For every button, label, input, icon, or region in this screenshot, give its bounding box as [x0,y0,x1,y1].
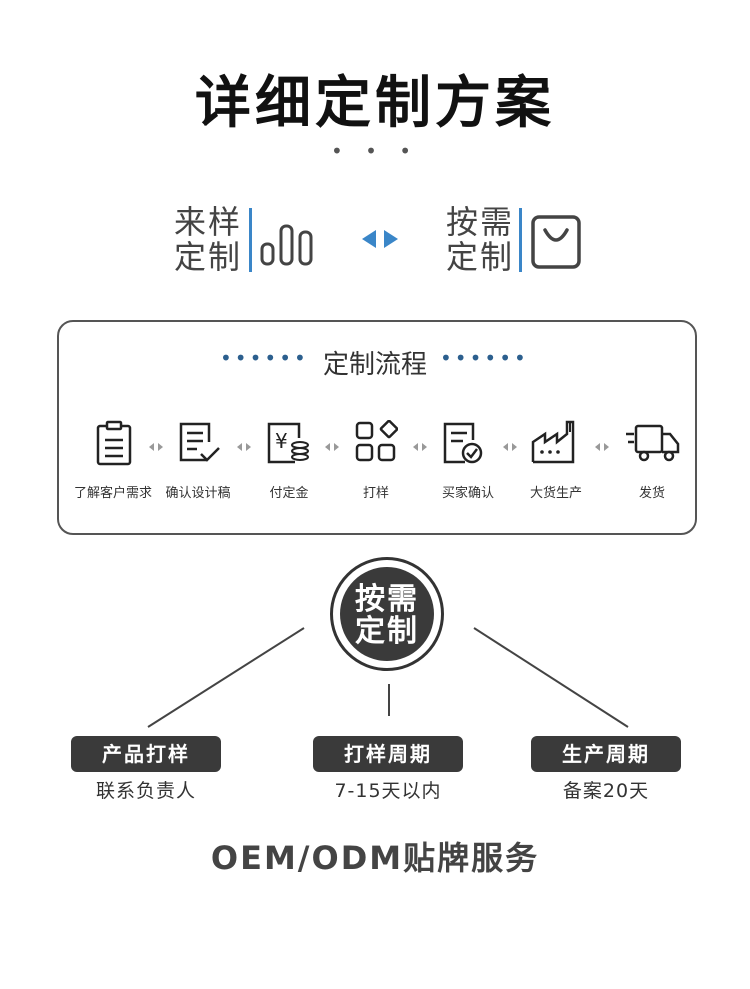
option-ondemand-line1: 按需 [446,203,515,241]
pill-sub-production-days: 备案20天 [562,780,650,802]
truck-icon [624,420,680,468]
option-sample-line1: 来样 [174,203,243,241]
factory-icon [530,420,580,470]
center-badge-line1: 按需 [355,582,419,617]
pill-production-cycle: 生产周期 [531,736,681,772]
yen-coin-icon: ¥ [265,420,311,470]
document-check-icon [177,420,223,470]
clipboard-icon [94,420,134,470]
page-title: 详细定制方案 [195,71,555,136]
step-label-buyer-confirm: 买家确认 [441,486,494,501]
option-sample-divider [249,208,252,272]
process-dots-right: •••••• [440,346,529,370]
center-badge-line2: 定制 [355,614,419,649]
step-arrow-icon [594,438,610,457]
step-label-sample: 打样 [362,486,389,501]
step-arrow-icon [148,438,164,457]
footer-service-title: OEM/ODM贴牌服务 [210,839,540,877]
pill-product-sampling: 产品打样 [71,736,221,772]
step-label-shipping: 发货 [638,486,665,501]
step-arrow-icon [412,438,428,457]
step-arrow-icon [502,438,518,457]
approval-doc-icon [441,420,485,470]
option-sample-line2: 定制 [174,238,243,276]
step-label-confirm-design: 确认设计稿 [165,486,231,501]
process-dots-left: •••••• [220,346,309,370]
shopping-bag-icon [530,214,582,274]
step-arrow-icon [236,438,252,457]
option-ondemand-line2: 定制 [446,238,515,276]
pill-sampling-cycle: 打样周期 [313,736,463,772]
center-badge-ring [330,557,444,671]
pill-sub-sampling-days: 7-15天以内 [334,780,442,802]
process-title: 定制流程 [322,350,427,380]
grid-shapes-icon [354,419,399,468]
pill-sub-contact: 联系负责人 [95,780,196,802]
process-panel [57,320,697,535]
title-dots: • • • [330,139,420,163]
center-badge [340,567,434,661]
option-ondemand-divider [519,208,522,272]
bar-columns-icon [260,222,316,270]
step-arrow-icon [324,438,340,457]
step-label-deposit: 付定金 [269,486,309,501]
step-label-understand-needs: 了解客户需求 [73,486,152,501]
svg-text:¥: ¥ [275,429,288,453]
step-label-mass-production: 大货生产 [529,486,582,501]
left-right-arrows-icon [358,227,402,255]
